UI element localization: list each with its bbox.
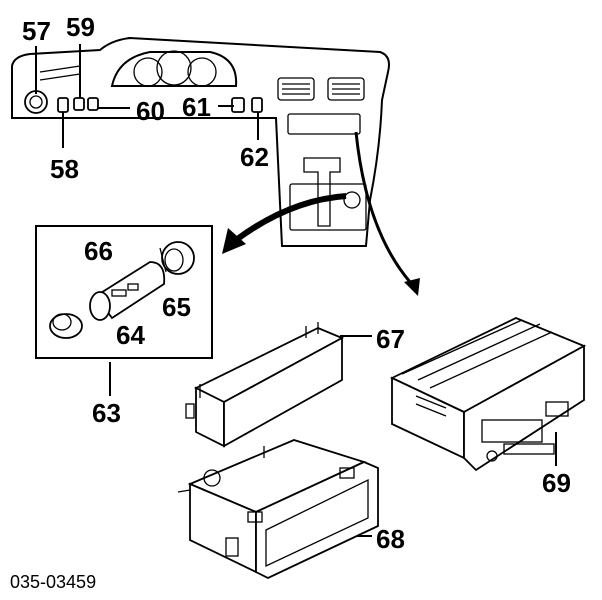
switch-60 <box>87 97 99 111</box>
knob-57 <box>24 90 48 114</box>
lighter-socket-66 <box>159 241 195 275</box>
lighter-element-65 <box>89 261 166 321</box>
radio-unit-69 <box>389 317 587 472</box>
dashboard-panel <box>11 36 390 247</box>
switch-58 <box>57 97 69 113</box>
callout-62: 62 <box>240 142 269 172</box>
callout-67: 67 <box>376 324 405 354</box>
lighter-knob-64 <box>49 313 83 339</box>
callout-64: 64 <box>116 320 145 350</box>
callout-59: 59 <box>66 12 95 42</box>
pocket-68 <box>177 439 379 580</box>
lighter-assembly-box <box>35 225 213 359</box>
callout-63: 63 <box>92 398 121 428</box>
radio-bezel-67 <box>185 322 345 448</box>
switch-62 <box>251 97 263 113</box>
callout-65: 65 <box>162 292 191 322</box>
figure-code: 035-03459 <box>10 572 96 592</box>
callout-69: 69 <box>542 468 571 498</box>
air-vent-right <box>327 77 365 101</box>
callout-57: 57 <box>22 16 51 46</box>
arrow-to-lighter <box>222 193 347 254</box>
gear-shifter <box>289 157 367 231</box>
switch-59 <box>73 97 85 111</box>
callout-60: 60 <box>136 96 165 126</box>
callout-66: 66 <box>84 236 113 266</box>
callout-61: 61 <box>182 92 211 122</box>
callout-labels: 57 59 60 58 61 62 66 65 64 63 67 69 68 0… <box>10 12 571 592</box>
callout-68: 68 <box>376 524 405 554</box>
callout-58: 58 <box>50 154 79 184</box>
air-vent-left <box>277 77 315 101</box>
arrow-to-radio <box>354 131 420 296</box>
